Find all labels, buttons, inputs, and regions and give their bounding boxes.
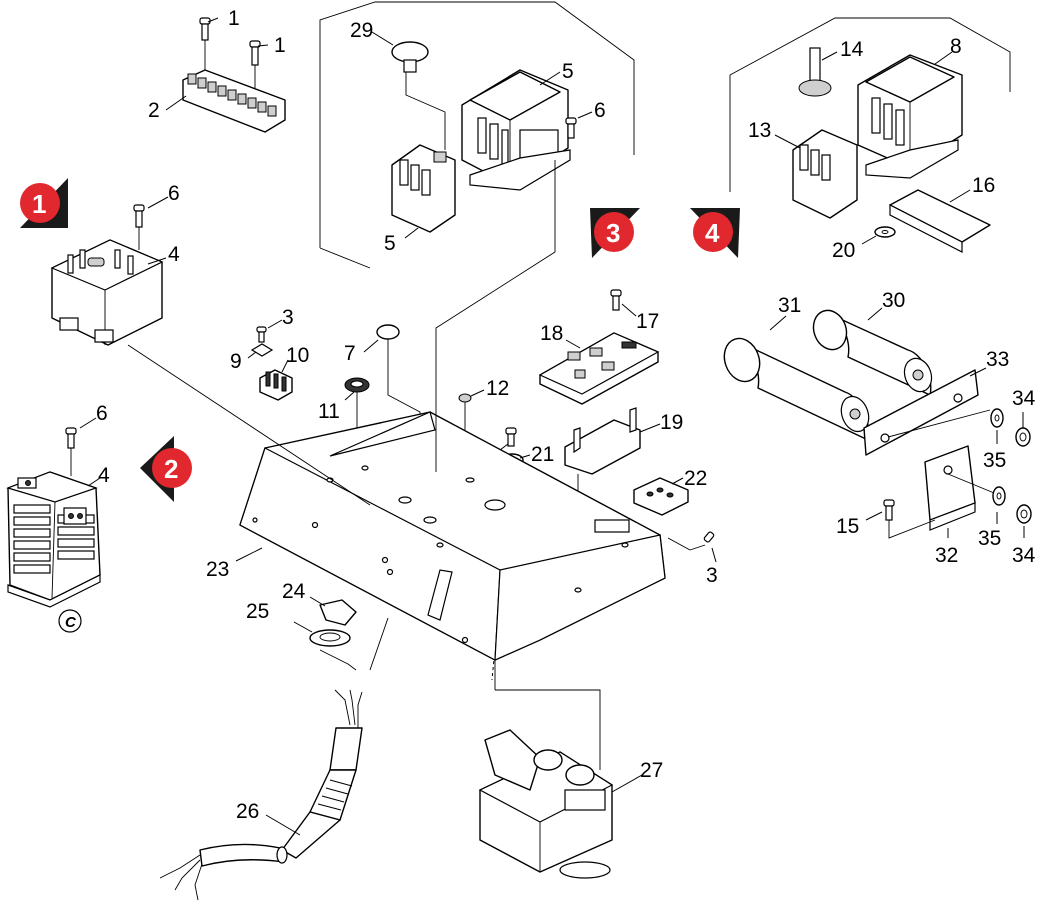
svg-text:C: C <box>65 614 77 631</box>
callout-5: 5 <box>562 60 574 83</box>
callout-1: 1 <box>228 7 240 30</box>
callout-14: 14 <box>840 38 864 61</box>
callout-3: 3 <box>282 306 294 329</box>
callout-29: 29 <box>350 19 373 42</box>
screw-part-6 <box>133 196 169 250</box>
holder-part-19 <box>564 407 661 590</box>
terminal-block-part-2 <box>165 17 286 133</box>
callout-3: 3 <box>706 564 718 587</box>
contactor-part-8 <box>857 51 963 179</box>
callout-23: 23 <box>206 558 229 581</box>
callout-18: 18 <box>540 322 563 345</box>
transformer-part-27 <box>478 660 643 879</box>
callout-31: 31 <box>778 294 801 317</box>
tag-part-24 <box>309 596 357 626</box>
transformer-part-4 <box>50 239 167 346</box>
callout-22: 22 <box>684 467 707 490</box>
group-3-frame <box>319 1 635 269</box>
callout-26: 26 <box>236 800 259 823</box>
assembly-guide-line <box>127 344 371 506</box>
callout-25: 25 <box>246 600 269 623</box>
base-plate-holes <box>252 465 629 644</box>
badge-4: 4 <box>690 208 740 258</box>
bracket-part-33 <box>863 367 991 456</box>
contactor-part-5 <box>461 69 571 191</box>
badge-3: 3 <box>590 208 640 258</box>
callout-5: 5 <box>384 232 396 255</box>
callout-32: 32 <box>935 544 958 567</box>
svg-text:4: 4 <box>705 218 720 248</box>
nut-part-34 <box>1016 504 1032 538</box>
certification-mark: C <box>58 609 82 633</box>
cap-part-7 <box>363 324 421 430</box>
callout-34: 34 <box>1012 544 1036 567</box>
knob-part-14 <box>798 47 838 97</box>
callout-30: 30 <box>882 289 905 312</box>
svg-text:2: 2 <box>164 454 178 484</box>
callout-20: 20 <box>832 239 855 262</box>
group-4-frame <box>729 17 1011 192</box>
callout-24: 24 <box>282 580 306 603</box>
capacitor-part-31 <box>723 315 870 441</box>
screw-part-6 <box>565 111 593 139</box>
callout-17: 17 <box>636 310 659 333</box>
callout-11: 11 <box>318 400 340 423</box>
screw-part-17 <box>610 289 637 317</box>
callout-2: 2 <box>148 99 160 122</box>
screw-part-3 <box>667 531 717 563</box>
connector-part-10 <box>259 359 293 401</box>
callout-9: 9 <box>230 350 242 373</box>
din-rail-part-16 <box>889 189 991 253</box>
assembly-guide-line <box>435 160 556 472</box>
capacitor-part-30 <box>812 307 933 396</box>
callout-4: 4 <box>168 243 180 266</box>
terminal-screws <box>187 73 277 117</box>
washer-part-35 <box>990 408 1004 444</box>
callout-4: 4 <box>98 464 110 487</box>
bracket-part-32 <box>924 445 1000 538</box>
svg-text:1: 1 <box>32 189 46 219</box>
callout-10: 10 <box>286 344 309 367</box>
callout-6: 6 <box>96 402 108 425</box>
callout-35: 35 <box>983 449 1006 472</box>
nut-part-34 <box>1015 412 1031 447</box>
callout-27: 27 <box>640 759 663 782</box>
grommet-part-25 <box>293 617 389 671</box>
badge-2: 2 <box>140 436 192 502</box>
washer-part-35 <box>992 486 1006 524</box>
circuit-board-part-18 <box>538 332 660 405</box>
screw-part-15 <box>499 427 517 451</box>
callout-33: 33 <box>986 348 1009 371</box>
callout-19: 19 <box>660 411 683 434</box>
washer-part-20 <box>861 226 896 245</box>
cap-part-29 <box>371 31 446 150</box>
svg-text:3: 3 <box>606 218 620 248</box>
cable-strain-relief-ribs <box>317 779 353 811</box>
callout-8: 8 <box>950 35 962 58</box>
callout-34: 34 <box>1012 387 1036 410</box>
callout-13: 13 <box>748 119 771 142</box>
clip-part-9 <box>247 343 274 359</box>
callout-1: 1 <box>274 34 286 57</box>
aux-contact-part-5 <box>391 144 456 239</box>
screw-part-3 <box>256 319 283 343</box>
aux-contact-part-13 <box>774 129 858 219</box>
transformer-part-4 <box>6 471 101 608</box>
callout-7: 7 <box>344 342 356 365</box>
power-cable-part-26 <box>159 689 363 901</box>
callout-35: 35 <box>978 527 1001 550</box>
callout-15: 15 <box>836 515 859 538</box>
callout-6: 6 <box>168 182 180 205</box>
coil-windings <box>13 504 95 574</box>
callout-6: 6 <box>594 99 606 122</box>
screw-part-15 <box>865 499 936 539</box>
screw-part-6 <box>65 417 97 476</box>
base-plate-part-23 <box>235 411 666 661</box>
badge-1: 1 <box>20 178 68 228</box>
connector-part-22 <box>633 477 689 516</box>
callout-12: 12 <box>486 377 509 400</box>
callout-21: 21 <box>531 443 554 466</box>
callout-16: 16 <box>972 174 995 197</box>
